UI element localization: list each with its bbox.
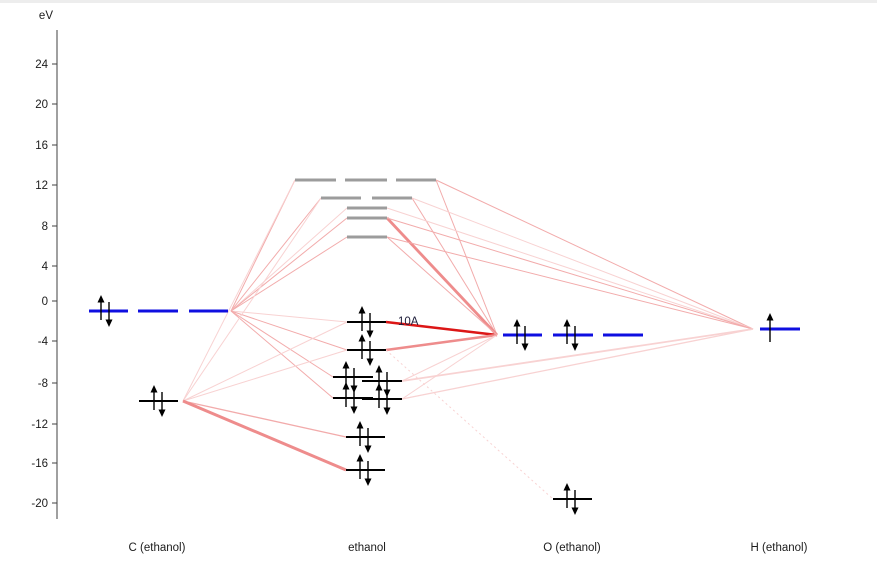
electron-arrow — [375, 383, 383, 391]
axis-tick-label: -16 — [31, 458, 48, 470]
connection-line — [230, 236, 348, 312]
electron-arrow — [356, 454, 364, 462]
column-label: O (ethanol) — [543, 542, 601, 554]
electron-arrow — [150, 385, 158, 393]
electron-arrow — [513, 319, 521, 327]
axis-tick-label: 16 — [35, 140, 48, 152]
connection-line — [435, 179, 498, 336]
electron-arrow — [364, 445, 372, 453]
connection-line — [401, 328, 754, 382]
electron-arrow — [571, 507, 579, 515]
connection-line — [230, 310, 348, 323]
electron-arrow — [563, 319, 571, 327]
connection-line — [230, 310, 334, 399]
connection-line — [182, 400, 347, 438]
electron-arrow — [358, 334, 366, 342]
connection-line — [230, 207, 348, 312]
column-label: H (ethanol) — [751, 542, 808, 554]
connection-line — [182, 179, 296, 402]
connection-line — [401, 334, 498, 400]
connection-line — [401, 328, 754, 400]
electron-arrow — [342, 382, 350, 390]
electron-arrow — [563, 483, 571, 491]
electron-arrow — [366, 358, 374, 366]
window-top-edge — [0, 0, 877, 3]
connection-line — [230, 217, 348, 312]
connection-line — [230, 310, 348, 351]
connection-line — [411, 197, 754, 330]
connection-line — [182, 321, 348, 402]
electron-arrow — [766, 313, 774, 321]
axis-tick-label: -12 — [31, 419, 48, 431]
column-label: ethanol — [348, 542, 386, 554]
electron-arrow — [350, 406, 358, 414]
electron-arrow — [521, 343, 529, 351]
connection-line — [401, 334, 498, 382]
electron-arrow — [342, 361, 350, 369]
axis-tick-label: -8 — [38, 378, 48, 390]
electron-arrow — [358, 306, 366, 314]
axis-tick-label: -4 — [38, 336, 49, 348]
electron-arrow — [366, 330, 374, 338]
electron-arrow — [105, 319, 113, 327]
axis-unit-label: eV — [39, 10, 53, 22]
axis-tick-label: 4 — [42, 261, 49, 273]
connection-line — [182, 197, 322, 402]
axis-tick-label: 20 — [35, 99, 48, 111]
electron-arrow — [364, 478, 372, 486]
electron-arrow — [571, 343, 579, 351]
connection-line — [435, 179, 754, 330]
axis-tick-label: 12 — [35, 180, 48, 192]
column-label: C (ethanol) — [129, 542, 186, 554]
connection-line — [385, 217, 499, 336]
connection-line — [182, 399, 347, 472]
electron-arrow — [375, 365, 383, 373]
axis-tick-label: -20 — [31, 498, 48, 510]
connection-line — [386, 236, 754, 330]
connection-line — [386, 236, 498, 336]
connection-line — [411, 197, 498, 336]
axis-tick-label: 24 — [35, 59, 48, 71]
electron-arrow — [356, 421, 364, 429]
orbital-label-10A: 10A — [398, 316, 419, 328]
connection-line — [385, 349, 554, 500]
electron-arrow — [97, 295, 105, 303]
electron-arrow — [158, 409, 166, 417]
connection-line — [230, 197, 322, 312]
connection-line — [230, 310, 334, 378]
connection-line — [386, 207, 754, 330]
connection-line — [182, 349, 348, 402]
axis-tick-label: 8 — [42, 221, 48, 233]
connection-line — [386, 217, 754, 330]
connection-line — [385, 333, 498, 352]
axis-tick-label: 0 — [42, 296, 48, 308]
connection-line — [385, 320, 498, 337]
electron-arrow — [383, 407, 391, 415]
